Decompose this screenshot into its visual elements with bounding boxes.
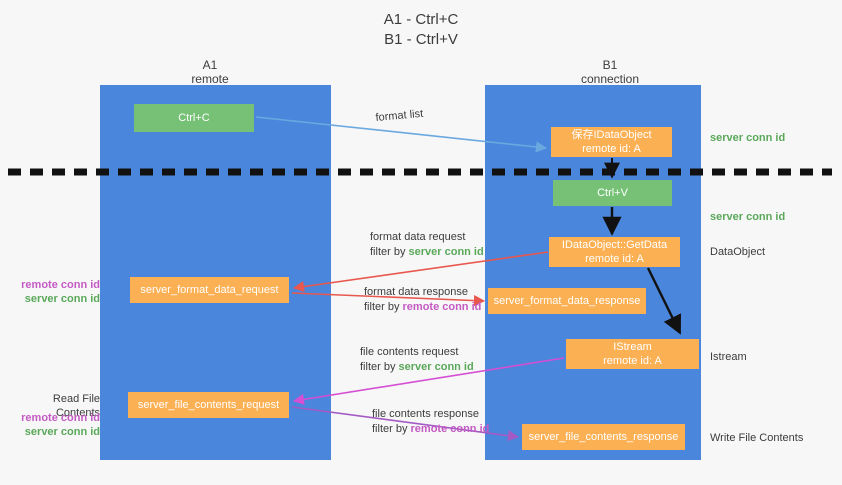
lane-a1-name: A1 (202, 58, 218, 72)
edge-label-file-contents-response-line-1: file contents response (372, 408, 480, 420)
lane-b1-name: B1 (602, 58, 618, 72)
node-idataobject[interactable]: 保存IDataObject remote id: A (551, 127, 672, 157)
lane-b1-subtitle: connection (580, 72, 640, 86)
edge-label-format-data-request-line-2: filter by server conn id (370, 245, 484, 260)
edge-label-file-contents-response: file contents response filter by remote … (372, 407, 489, 437)
title-line-1: A1 - Ctrl+C (383, 11, 459, 28)
node-server-format-data-request-label: server_format_data_request (140, 284, 279, 296)
node-istream-line-2: remote id: A (603, 355, 662, 367)
annotation-dataobject: DataObject (710, 246, 766, 258)
node-server-format-data-response-label: server_format_data_response (493, 295, 641, 307)
node-server-file-contents-request[interactable]: server_file_contents_request (128, 392, 289, 418)
edge-label-format-list-text: format list (375, 107, 424, 124)
node-idataobject-getdata[interactable]: IDataObject::GetData remote id: A (549, 237, 680, 267)
filter-prefix: filter by (370, 246, 409, 258)
node-idataobject-getdata-line-1: IDataObject::GetData (561, 239, 668, 251)
filter-key-server-conn-id: server conn id (408, 246, 484, 258)
edge-label-file-contents-request: file contents request filter by server c… (360, 345, 474, 375)
annotation-server-conn-id-mid: server conn id (710, 211, 786, 223)
node-server-format-data-request[interactable]: server_format_data_request (130, 277, 289, 303)
edge-label-format-data-response-line-1: format data response (364, 286, 468, 298)
filter-prefix: filter by (360, 361, 399, 373)
annotation-remote-conn-id: remote conn id (21, 279, 100, 291)
edge-label-file-contents-response-line-2: filter by remote conn id (372, 422, 489, 437)
filter-prefix: filter by (364, 301, 403, 313)
edge-label-format-list: format list (375, 107, 424, 126)
node-ctrl-c[interactable]: Ctrl+C (134, 104, 254, 132)
node-istream-line-1: IStream (613, 341, 652, 353)
title-line-2: B1 - Ctrl+V (384, 31, 458, 48)
edge-label-format-data-request: format data request filter by server con… (370, 230, 484, 260)
lane-header-b1: B1 connection (530, 58, 690, 86)
filter-prefix: filter by (372, 423, 411, 435)
node-ctrl-v[interactable]: Ctrl+V (553, 180, 672, 206)
annotation-istream: Istream (710, 351, 747, 363)
node-ctrl-v-label: Ctrl+V (597, 187, 628, 199)
filter-key-remote-conn-id: remote conn id (402, 301, 482, 313)
node-server-file-contents-response-label: server_file_contents_response (528, 431, 679, 443)
node-server-file-contents-response[interactable]: server_file_contents_response (522, 424, 685, 450)
edge-label-format-data-request-line-1: format data request (370, 231, 466, 243)
node-server-format-data-response[interactable]: server_format_data_response (488, 288, 646, 314)
annotation-write-file-contents: Write File Contents (710, 432, 804, 444)
filter-key-server-conn-id: server conn id (398, 361, 474, 373)
node-idataobject-getdata-line-2: remote id: A (585, 253, 644, 265)
node-ctrl-c-label: Ctrl+C (178, 112, 210, 124)
page-title: A1 - Ctrl+C B1 - Ctrl+V (0, 10, 842, 50)
annotation-server-conn-id: server conn id (24, 426, 100, 438)
annotation-read-file-contents: Read File Contents (52, 393, 100, 419)
lane-header-a1: A1 remote (130, 58, 290, 86)
filter-key-remote-conn-id: remote conn id (410, 423, 490, 435)
annotation-server-conn-id: server conn id (24, 293, 100, 305)
edge-label-format-data-response-line-2: filter by remote conn id (364, 300, 481, 315)
node-idataobject-line-2: remote id: A (582, 143, 641, 155)
annotation-conn-ids-format: remote conn id server conn id (8, 278, 100, 306)
edge-label-file-contents-request-line-2: filter by server conn id (360, 360, 474, 375)
annotation-conn-ids-file: remote conn id server conn id (8, 411, 100, 439)
annotation-server-conn-id-top: server conn id (710, 132, 786, 144)
annotation-remote-conn-id: remote conn id (21, 412, 100, 424)
lane-a1-subtitle: remote (191, 72, 229, 86)
node-idataobject-line-1: 保存IDataObject (571, 129, 652, 141)
node-istream[interactable]: IStream remote id: A (566, 339, 699, 369)
node-server-file-contents-request-label: server_file_contents_request (137, 399, 280, 411)
edge-label-format-data-response: format data response filter by remote co… (364, 285, 481, 315)
edge-label-file-contents-request-line-1: file contents request (360, 346, 459, 358)
